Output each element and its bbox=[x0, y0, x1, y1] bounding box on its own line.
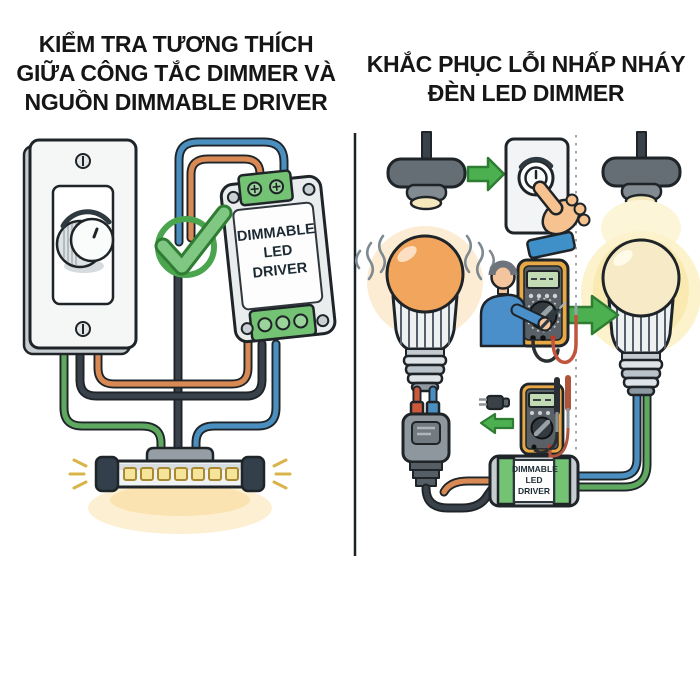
terminal-block-icon bbox=[237, 169, 294, 207]
driver-label-right: DIMMABLE LED DRIVER bbox=[512, 464, 558, 497]
good-bulb-icon bbox=[581, 200, 700, 397]
driver-label-plate bbox=[513, 459, 555, 503]
test-probes-icon bbox=[533, 375, 571, 458]
ceiling-mount-icon-left bbox=[386, 131, 467, 211]
technician-person bbox=[479, 260, 567, 348]
sparkle-icon bbox=[68, 458, 88, 490]
technician-multimeter-icon bbox=[479, 258, 578, 364]
arrow-right-icon bbox=[564, 294, 620, 336]
left-panel bbox=[22, 137, 337, 534]
arrow-right-icon bbox=[466, 156, 506, 192]
sparkle-icon bbox=[272, 458, 292, 490]
wire-icons-right bbox=[571, 387, 652, 492]
right-panel bbox=[354, 131, 700, 513]
led-chips bbox=[123, 467, 239, 481]
left-panel-title: KIỂM TRA TƯƠNG THÍCH GIỮA CÔNG TẮC DIMME… bbox=[16, 31, 336, 116]
dimmable-led-driver-icon-right bbox=[488, 454, 580, 508]
right-panel-title: KHẮC PHỤC LỖI NHẤP NHÁY ĐÈN LED DIMMER bbox=[366, 51, 686, 107]
driver-label-plate bbox=[232, 201, 324, 311]
dimmer-knob-icon bbox=[55, 209, 115, 273]
probe-lead bbox=[551, 313, 578, 364]
ceiling-mount-icon-right bbox=[601, 131, 682, 209]
wall-switch-press-icon bbox=[504, 137, 591, 260]
probe-pen-icon bbox=[540, 306, 562, 329]
plug-icon bbox=[479, 394, 510, 411]
hand-press-icon bbox=[526, 180, 591, 260]
meter-screen bbox=[528, 392, 556, 408]
multimeter-check-icon bbox=[479, 375, 571, 458]
check-icon bbox=[154, 204, 233, 278]
led-strip-icon bbox=[68, 446, 292, 534]
arrow-left-icon bbox=[479, 412, 515, 435]
sleeve-cuff bbox=[526, 230, 576, 260]
dimmable-led-driver-icon-left bbox=[219, 169, 337, 344]
dimmer-switch-icon bbox=[22, 138, 138, 356]
flickering-bulb-icon bbox=[354, 226, 496, 393]
plug-connector-icon bbox=[401, 385, 497, 513]
wire-icons-left bbox=[59, 137, 289, 459]
driver-label-left: DIMMABLE LED DRIVER bbox=[236, 221, 316, 282]
